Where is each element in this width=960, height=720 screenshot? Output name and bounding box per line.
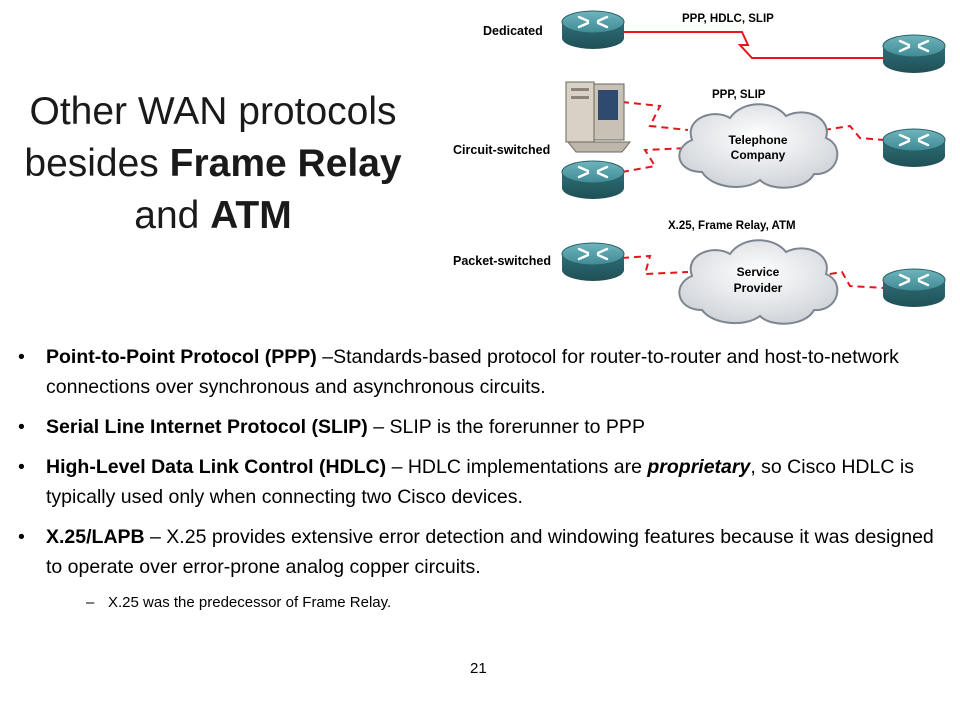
router-icon <box>881 127 947 169</box>
dedicated-link <box>624 31 884 59</box>
bullet-x25: • X.25/LAPB – X.25 provides extensive er… <box>18 522 953 614</box>
router-icon <box>560 159 626 201</box>
bullet-dot: • <box>18 456 25 478</box>
label-dedicated: Dedicated <box>483 24 543 38</box>
cloud-service-line-2: Provider <box>734 281 783 295</box>
router-icon <box>560 241 626 283</box>
title-line-1: Other WAN protocols <box>29 90 397 133</box>
computer-icon <box>565 81 632 153</box>
router-icon <box>560 9 626 51</box>
title-line-2: besides Frame Relay <box>24 142 402 185</box>
sub-bullet-dash: – <box>86 594 95 611</box>
router-icon <box>881 267 947 309</box>
title-atm: ATM <box>210 194 292 237</box>
slide-title: Other WAN protocols besides Frame Relay … <box>0 86 426 242</box>
bullet-ppp: • Point-to-Point Protocol (PPP) –Standar… <box>18 342 953 402</box>
packet-links <box>621 254 885 289</box>
telephone-company-cloud <box>678 103 839 189</box>
label-packet-switched: Packet-switched <box>453 254 551 268</box>
service-provider-cloud <box>678 239 839 325</box>
sub-bullet-x25: – X.25 was the predecessor of Frame Rela… <box>46 592 953 614</box>
label-circuit-switched: Circuit-switched <box>453 143 550 157</box>
router-icon <box>881 33 947 75</box>
bullet-dot: • <box>18 346 25 368</box>
bullet-dot: • <box>18 526 25 548</box>
protocol-label-dedicated: PPP, HDLC, SLIP <box>682 13 774 25</box>
title-frame-relay: Frame Relay <box>169 142 402 185</box>
cloud-service-line-1: Service <box>737 265 780 279</box>
circuit-links <box>621 101 885 173</box>
cloud-telephone-line-1: Telephone <box>728 133 787 147</box>
bullet-slip: • Serial Line Internet Protocol (SLIP) –… <box>18 412 953 442</box>
bullet-list: • Point-to-Point Protocol (PPP) –Standar… <box>18 342 953 624</box>
title-line-3: and ATM <box>134 194 292 237</box>
bullet-dot: • <box>18 416 25 438</box>
cloud-telephone-line-2: Company <box>731 148 786 162</box>
bullet-hdlc: • High-Level Data Link Control (HDLC) – … <box>18 452 953 512</box>
protocol-label-packet: X.25, Frame Relay, ATM <box>668 220 796 232</box>
protocol-label-circuit: PPP, SLIP <box>712 89 766 101</box>
wan-diagram: Dedicated Circuit-switched Packet-switch… <box>453 9 947 325</box>
page-number: 21 <box>470 660 487 677</box>
